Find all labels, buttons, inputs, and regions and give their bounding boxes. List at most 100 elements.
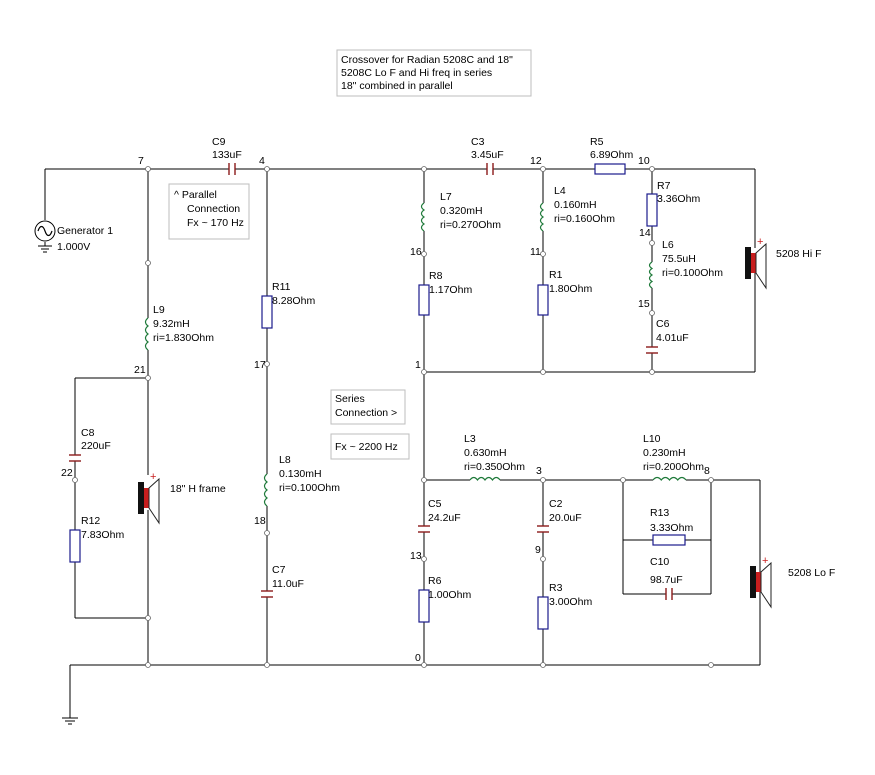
L4-ri: ri=0.160Ohm: [554, 213, 615, 225]
inductor-L7: L7 0.320mH ri=0.270Ohm: [420, 191, 501, 232]
C6-value: 4.01uF: [656, 332, 689, 344]
L8-value: 0.130mH: [279, 468, 322, 480]
L4-name: L4: [554, 185, 566, 197]
capacitor-C2: C2 20.0uF: [537, 498, 582, 533]
R7-name: R7: [657, 180, 671, 192]
R8-value: 1.17Ohm: [429, 284, 472, 296]
generator-1-value: 1.000V: [57, 241, 90, 253]
L6-name: L6: [662, 239, 674, 251]
C3-value: 3.45uF: [471, 149, 504, 161]
L9-ri: ri=1.830Ohm: [153, 332, 214, 344]
node-12: 12: [530, 155, 542, 167]
wires: [44, 168, 761, 718]
series-note-line-1: Series: [335, 393, 365, 405]
speaker-lo: + 5208 Lo F: [750, 555, 835, 609]
R12-name: R12: [81, 515, 100, 527]
R5-name: R5: [590, 136, 604, 148]
L7-name: L7: [440, 191, 452, 203]
L6-value: 75.5uH: [662, 253, 696, 265]
inductor-L3: L3 0.630mH ri=0.350Ohm: [464, 433, 525, 481]
R6-name: R6: [428, 575, 442, 587]
node-13: 13: [410, 550, 422, 562]
resistor-R11: R11 8.28Ohm: [261, 281, 315, 329]
node-17: 17: [254, 359, 266, 371]
L7-value: 0.320mH: [440, 205, 483, 217]
C10-value: 98.7uF: [650, 574, 683, 586]
series-note-line-2: Connection >: [335, 407, 397, 419]
capacitor-C7: C7 11.0uF: [261, 564, 304, 598]
parallel-note-line-2: Connection: [187, 203, 240, 215]
L10-ri: ri=0.200Ohm: [643, 461, 704, 473]
node-21: 21: [134, 364, 146, 376]
node-3: 3: [536, 465, 542, 477]
L4-value: 0.160mH: [554, 199, 597, 211]
L3-value: 0.630mH: [464, 447, 507, 459]
L7-ri: ri=0.270Ohm: [440, 219, 501, 231]
R6-value: 1.00Ohm: [428, 589, 471, 601]
node-22: 22: [61, 467, 73, 479]
title-note-line-3: 18" combined in parallel: [341, 80, 453, 92]
series-note: Series Connection >: [330, 389, 406, 425]
speaker-woofer-label: 18" H frame: [170, 483, 226, 495]
R12-value: 7.83Ohm: [81, 529, 124, 541]
series-fx-note-text: Fx ~ 2200 Hz: [335, 441, 398, 453]
parallel-note-line-1: ^ Parallel: [174, 189, 217, 201]
plus-icon: +: [757, 236, 763, 248]
resistor-R1: R1 1.80Ohm: [537, 269, 592, 316]
parallel-note: ^ Parallel Connection Fx ~ 170 Hz: [168, 183, 250, 240]
L8-ri: ri=0.100Ohm: [279, 482, 340, 494]
node-labels: 7 4 12 10 16 11 14 15 1 17 21 22 18 13 3…: [61, 155, 710, 664]
C5-value: 24.2uF: [428, 512, 461, 524]
R13-value: 3.33Ohm: [650, 522, 693, 534]
C7-name: C7: [272, 564, 286, 576]
resistor-R12: R12 7.83Ohm: [69, 515, 124, 563]
C6-name: C6: [656, 318, 670, 330]
speaker-lo-label: 5208 Lo F: [788, 567, 835, 579]
inductor-L8: L8 0.130mH ri=0.100Ohm: [263, 454, 340, 507]
resistor-R5: R5 6.89Ohm: [590, 136, 633, 175]
R3-value: 3.00Ohm: [549, 596, 592, 608]
C8-name: C8: [81, 427, 95, 439]
title-note: Crossover for Radian 5208C and 18" 5208C…: [336, 49, 532, 97]
L8-name: L8: [279, 454, 291, 466]
C9-name: C9: [212, 136, 226, 148]
parallel-note-line-3: Fx ~ 170 Hz: [187, 217, 244, 229]
inductor-L6: L6 75.5uH ri=0.100Ohm: [648, 239, 723, 289]
node-18: 18: [254, 515, 266, 527]
capacitor-C3: C3 3.45uF: [471, 136, 504, 175]
node-7: 7: [138, 155, 144, 167]
generator-1: Generator 1 1.000V: [34, 220, 113, 253]
title-note-line-1: Crossover for Radian 5208C and 18": [341, 54, 513, 66]
C2-name: C2: [549, 498, 563, 510]
L6-ri: ri=0.100Ohm: [662, 267, 723, 279]
R3-name: R3: [549, 582, 563, 594]
inductor-L4: L4 0.160mH ri=0.160Ohm: [539, 185, 615, 232]
series-fx-note: Fx ~ 2200 Hz: [330, 433, 410, 460]
title-note-line-2: 5208C Lo F and Hi freq in series: [341, 67, 492, 79]
L9-name: L9: [153, 304, 165, 316]
R1-value: 1.80Ohm: [549, 283, 592, 295]
junctions: [72, 166, 714, 668]
node-10: 10: [638, 155, 650, 167]
resistor-R8: R8 1.17Ohm: [418, 270, 472, 316]
plus-icon: +: [150, 471, 156, 483]
C9-value: 133uF: [212, 149, 242, 161]
resistor-R6: R6 1.00Ohm: [418, 575, 471, 623]
inductor-L9: L9 9.32mH ri=1.830Ohm: [144, 304, 214, 351]
node-9: 9: [535, 544, 541, 556]
speaker-hi: + 5208 Hi F: [745, 236, 822, 290]
R13-name: R13: [650, 507, 669, 519]
resistor-R13: R13 3.33Ohm: [650, 507, 693, 546]
generator-ground-icon: [38, 245, 52, 253]
C3-name: C3: [471, 136, 485, 148]
capacitor-C9: C9 133uF: [212, 136, 242, 175]
L3-ri: ri=0.350Ohm: [464, 461, 525, 473]
sine-wave-icon: [37, 225, 53, 237]
speaker-woofer: + 18" H frame: [138, 471, 226, 525]
resistor-R7: R7 3.36Ohm: [646, 180, 700, 227]
ground-icon: [62, 717, 78, 725]
node-16: 16: [410, 246, 422, 258]
plus-icon: +: [762, 555, 768, 567]
R11-name: R11: [272, 281, 291, 293]
